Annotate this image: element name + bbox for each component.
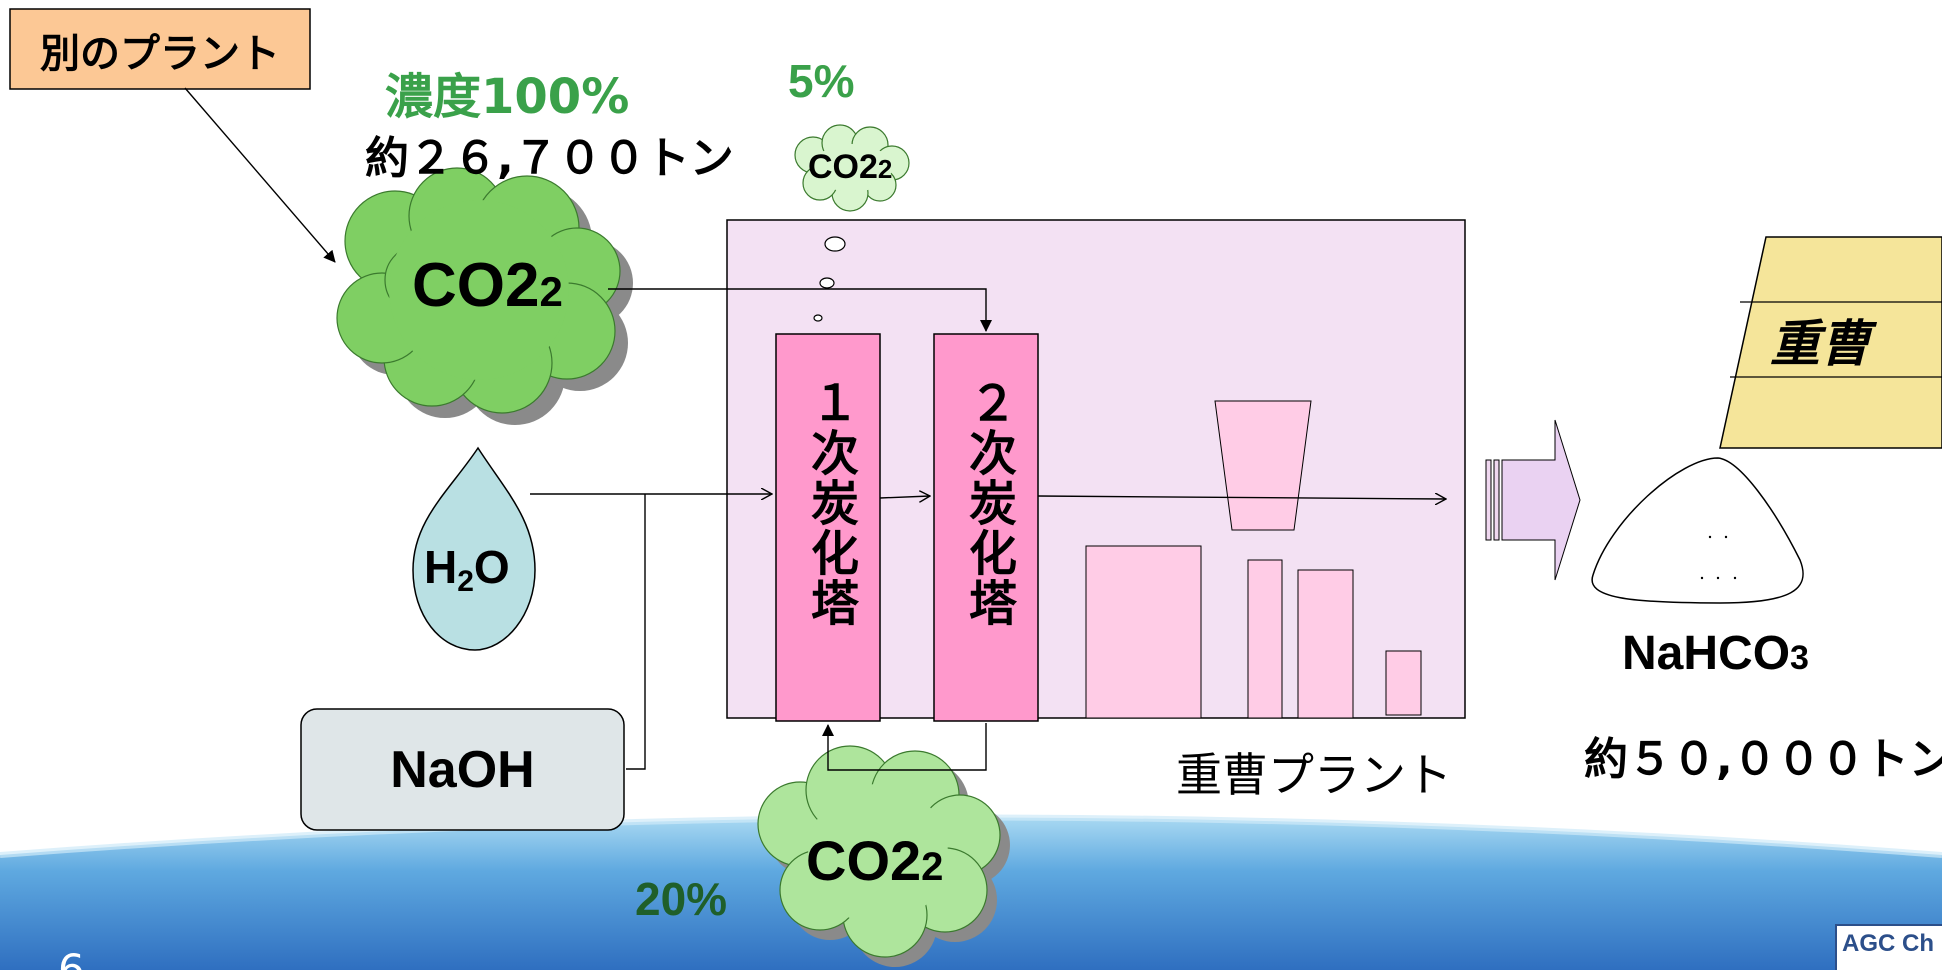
- bubble-large: [824, 236, 846, 252]
- tank-medium: [1297, 569, 1354, 719]
- tower-2: [933, 333, 1039, 722]
- output-block-arrow: [1485, 419, 1581, 581]
- water-h: H: [424, 541, 458, 593]
- source-plant-box: [9, 8, 311, 90]
- tower-2-label: ２次炭化塔: [960, 378, 1016, 628]
- co2-main-sub: 2: [539, 268, 563, 315]
- co2-main-text: CO2: [412, 251, 540, 320]
- bubble-small: [813, 314, 823, 322]
- co2-exhaust-text: CO2: [808, 148, 878, 186]
- co2-exhaust-percent: 5%: [788, 55, 855, 107]
- co2-recycle-cloud-core: [808, 784, 948, 924]
- company-logo-text: AGC Ch: [1842, 930, 1934, 957]
- co2-amount: 約２６,７００トン: [365, 133, 734, 184]
- water-label: H2O: [424, 540, 510, 599]
- co2-recycle-sub: 2: [921, 845, 944, 889]
- product-formula: NaHCO3: [1622, 626, 1809, 681]
- co2-exhaust-sub: 2: [877, 154, 893, 184]
- tower-1-label: １次炭化塔: [802, 378, 858, 628]
- product-card-label: 重曹: [1770, 315, 1870, 373]
- source-plant-label: 別のプラント: [40, 31, 280, 77]
- co2-exhaust-label: CO22: [808, 148, 892, 187]
- arrow-tower1-to-tower2: [879, 496, 930, 498]
- co2-exhaust-cloud-core: [812, 144, 892, 192]
- tank-small: [1385, 650, 1422, 716]
- co2-recycle-text: CO2: [806, 829, 922, 892]
- line-naoh-to-main: [626, 494, 646, 770]
- product-formula-sub: 3: [1790, 639, 1809, 677]
- water-drop: [412, 446, 536, 651]
- tower-1: [775, 333, 881, 722]
- co2-main-cloud-core: [389, 200, 569, 380]
- product-amount: 約５０,０００トン: [1584, 734, 1942, 785]
- arrow-recycle-to-tower1: [822, 723, 987, 771]
- hopper: [1214, 400, 1312, 531]
- bubble-medium: [819, 277, 835, 289]
- tank-narrow: [1247, 559, 1283, 719]
- co2-recycle-percent: 20%: [635, 873, 728, 925]
- arrow-tower2-to-output: [1037, 496, 1446, 499]
- water-o: O: [473, 541, 510, 593]
- water-sub: 2: [457, 565, 474, 598]
- page-number: 6: [58, 945, 85, 970]
- co2-concentration: 濃度100%: [385, 69, 630, 125]
- arrow-source-to-co2: [184, 87, 336, 263]
- product-dots: [1700, 535, 1737, 580]
- co2-recycle-label: CO22: [806, 828, 943, 893]
- naoh-label: NaOH: [390, 741, 535, 799]
- co2-main-label: CO22: [412, 250, 563, 321]
- plant-label: 重曹プラント: [1176, 748, 1452, 802]
- product-mound: [1591, 457, 1804, 604]
- product-card: [1719, 236, 1942, 449]
- naoh-box: [300, 708, 625, 831]
- company-logo-box: [1835, 924, 1942, 970]
- arrow-co2-to-tower2: [608, 288, 992, 332]
- tank-large: [1085, 545, 1202, 719]
- product-formula-text: NaHCO: [1622, 627, 1791, 680]
